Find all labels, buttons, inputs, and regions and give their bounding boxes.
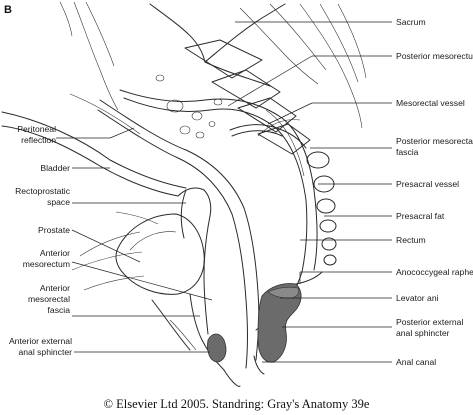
rectum-anterior-wall <box>99 99 260 361</box>
label-anal-canal: Anal canal <box>396 357 436 367</box>
sacrum-outline <box>149 3 286 63</box>
label-presacral-vessel: Presacral vessel <box>396 179 459 189</box>
label-rectoprostatic-space-2: space <box>47 197 70 207</box>
prostate-outline <box>115 213 205 295</box>
left-labels: Peritoneal reflection Bladder Rectoprost… <box>9 124 72 357</box>
panel-letter: B <box>4 4 12 16</box>
label-peritoneal-reflection-2: reflection <box>21 135 56 145</box>
label-levator-ani: Levator ani <box>396 293 439 303</box>
label-anterior-mesorectal-fascia-2: mesorectal <box>28 294 70 304</box>
label-rectoprostatic-space-1: Rectoprostatic <box>15 186 71 196</box>
label-sacrum: Sacrum <box>396 17 426 27</box>
label-posterior-mesorectum: Posterior mesorectum <box>396 51 473 61</box>
copyright-credit: © Elsevier Ltd 2005. Standring: Gray's A… <box>104 397 370 411</box>
leader-lines <box>56 21 392 363</box>
label-anterior-mesorectum-1: Anterior <box>40 248 70 258</box>
label-posterior-mesorectal-fascia-1: Posterior mesorectal <box>396 136 473 146</box>
label-presacral-fat: Presacral fat <box>396 211 445 221</box>
label-anococcygeal-raphe: Anococcygeal raphe <box>396 267 473 277</box>
label-posterior-external-anal-sphincter-1: Posterior external <box>396 317 463 327</box>
label-anterior-mesorectal-fascia-3: fascia <box>48 305 71 315</box>
label-anterior-mesorectal-fascia-1: Anterior <box>40 283 70 293</box>
label-bladder: Bladder <box>40 163 70 173</box>
label-prostate: Prostate <box>38 225 70 235</box>
bladder-outline <box>1 111 187 189</box>
label-anterior-mesorectum-2: mesorectum <box>23 259 70 269</box>
label-posterior-mesorectal-fascia-2: fascia <box>396 147 419 157</box>
label-mesorectal-vessel: Mesorectal vessel <box>396 98 465 108</box>
label-peritoneal-reflection-1: Peritoneal <box>17 124 56 134</box>
label-posterior-external-anal-sphincter-2: anal sphincter <box>396 328 450 338</box>
rectum-posterior-wall <box>119 89 318 271</box>
label-anterior-external-anal-sphincter-2: anal sphincter <box>18 347 72 357</box>
label-anterior-external-anal-sphincter-1: Anterior external <box>9 336 72 346</box>
anterior-external-anal-sphincter-shape <box>207 333 227 363</box>
anatomy-drawing <box>1 1 367 387</box>
label-rectum: Rectum <box>396 235 426 245</box>
right-labels: Sacrum Posterior mesorectum Mesorectal v… <box>396 17 473 367</box>
